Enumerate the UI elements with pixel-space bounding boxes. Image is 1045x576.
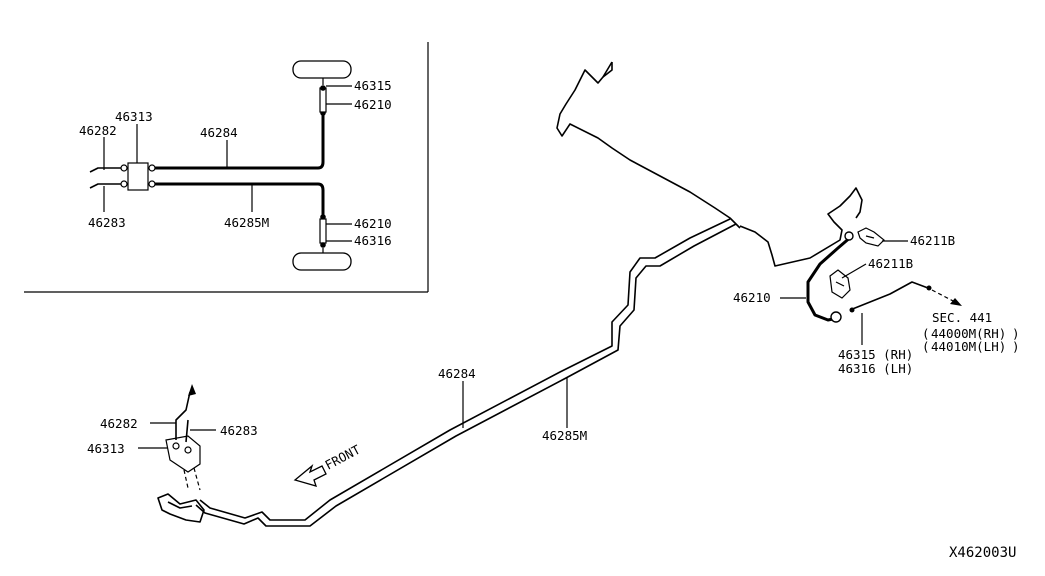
label-ref-44010m: 44010M(LH): [931, 339, 1006, 354]
label-main-46283: 46283: [220, 423, 258, 438]
inset-frame: [24, 42, 429, 293]
junction-block-main: [165, 435, 201, 473]
label-inset-46313: 46313: [115, 109, 153, 124]
label-main-46313: 46313: [87, 441, 125, 456]
paren-close-1: ): [1012, 326, 1020, 341]
label-inset-46210-bottom: 46210: [354, 216, 392, 231]
front-junction: [138, 384, 216, 523]
paren-open-2: (: [922, 339, 930, 354]
label-inset-46210-top: 46210: [354, 97, 392, 112]
label-main-46282: 46282: [100, 416, 138, 431]
main-tube-routing: [195, 61, 962, 527]
label-main-46211b-bottom: 46211B: [868, 256, 913, 271]
paren-open-1: (: [922, 326, 930, 341]
label-main-46284: 46284: [438, 366, 476, 381]
label-main-46211b-top: 46211B: [910, 233, 955, 248]
drawing-number: X462003U: [949, 545, 1016, 561]
label-front: FRONT: [322, 442, 363, 473]
label-sec-441: SEC. 441: [932, 310, 992, 325]
front-arrow-icon: [293, 464, 327, 487]
label-inset-46285m: 46285M: [224, 215, 269, 230]
label-main-46210: 46210: [733, 290, 771, 305]
label-inset-46284: 46284: [200, 125, 238, 140]
label-main-46285m: 46285M: [542, 428, 587, 443]
label-main-46315-rh: 46315 (RH): [838, 347, 913, 362]
label-ref-44000m: 44000M(RH): [931, 326, 1006, 341]
wheel-top-inset: [292, 60, 352, 79]
label-main-46316-lh: 46316 (LH): [838, 361, 913, 376]
junction-block-inset: [127, 162, 149, 191]
wheel-bottom-inset: [292, 252, 352, 271]
paren-close-2: ): [1012, 339, 1020, 354]
label-inset-46316: 46316: [354, 233, 392, 248]
label-inset-46282: 46282: [79, 123, 117, 138]
label-inset-46315: 46315: [354, 78, 392, 93]
label-inset-46283: 46283: [88, 215, 126, 230]
inset-schematic: [89, 60, 352, 271]
